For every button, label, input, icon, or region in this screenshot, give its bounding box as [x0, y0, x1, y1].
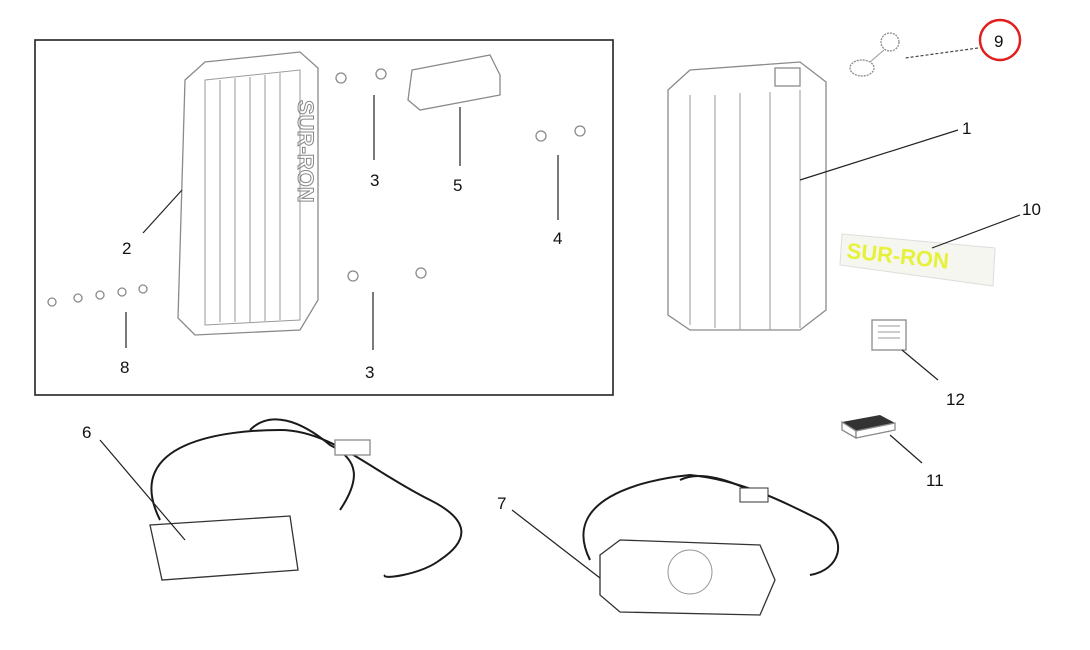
leader-lines [99, 47, 1021, 579]
label-12: 12 [946, 390, 965, 409]
label-8: 8 [120, 358, 129, 377]
label-4: 4 [553, 229, 562, 248]
label-3-upper: 3 [370, 171, 379, 190]
cap-part[interactable] [849, 32, 900, 77]
bolts-group[interactable] [335, 68, 586, 282]
label-11: 11 [926, 471, 944, 490]
battery-part[interactable] [667, 61, 827, 331]
label-3-lower: 3 [365, 363, 374, 382]
controller-part[interactable]: SUR-RON [177, 51, 319, 336]
decal-part[interactable]: SUR-RON [839, 233, 996, 287]
label-6: 6 [82, 423, 91, 442]
label-2: 2 [122, 239, 131, 258]
connector-part[interactable] [871, 319, 907, 351]
bracket-part[interactable] [407, 54, 501, 111]
controller-group-frame [34, 39, 614, 396]
charger-standard-part[interactable] [149, 418, 463, 581]
label-9: 9 [994, 32, 1003, 51]
controller-logo: SUR-RON [293, 100, 318, 203]
screws-part[interactable] [47, 284, 148, 307]
label-10: 10 [1022, 200, 1041, 219]
label-7: 7 [497, 494, 506, 513]
pad-part[interactable] [841, 415, 896, 440]
highlight-circle [978, 18, 1022, 62]
label-5: 5 [453, 176, 462, 195]
label-1: 1 [962, 119, 971, 138]
charger-fast-part[interactable] [582, 473, 840, 616]
